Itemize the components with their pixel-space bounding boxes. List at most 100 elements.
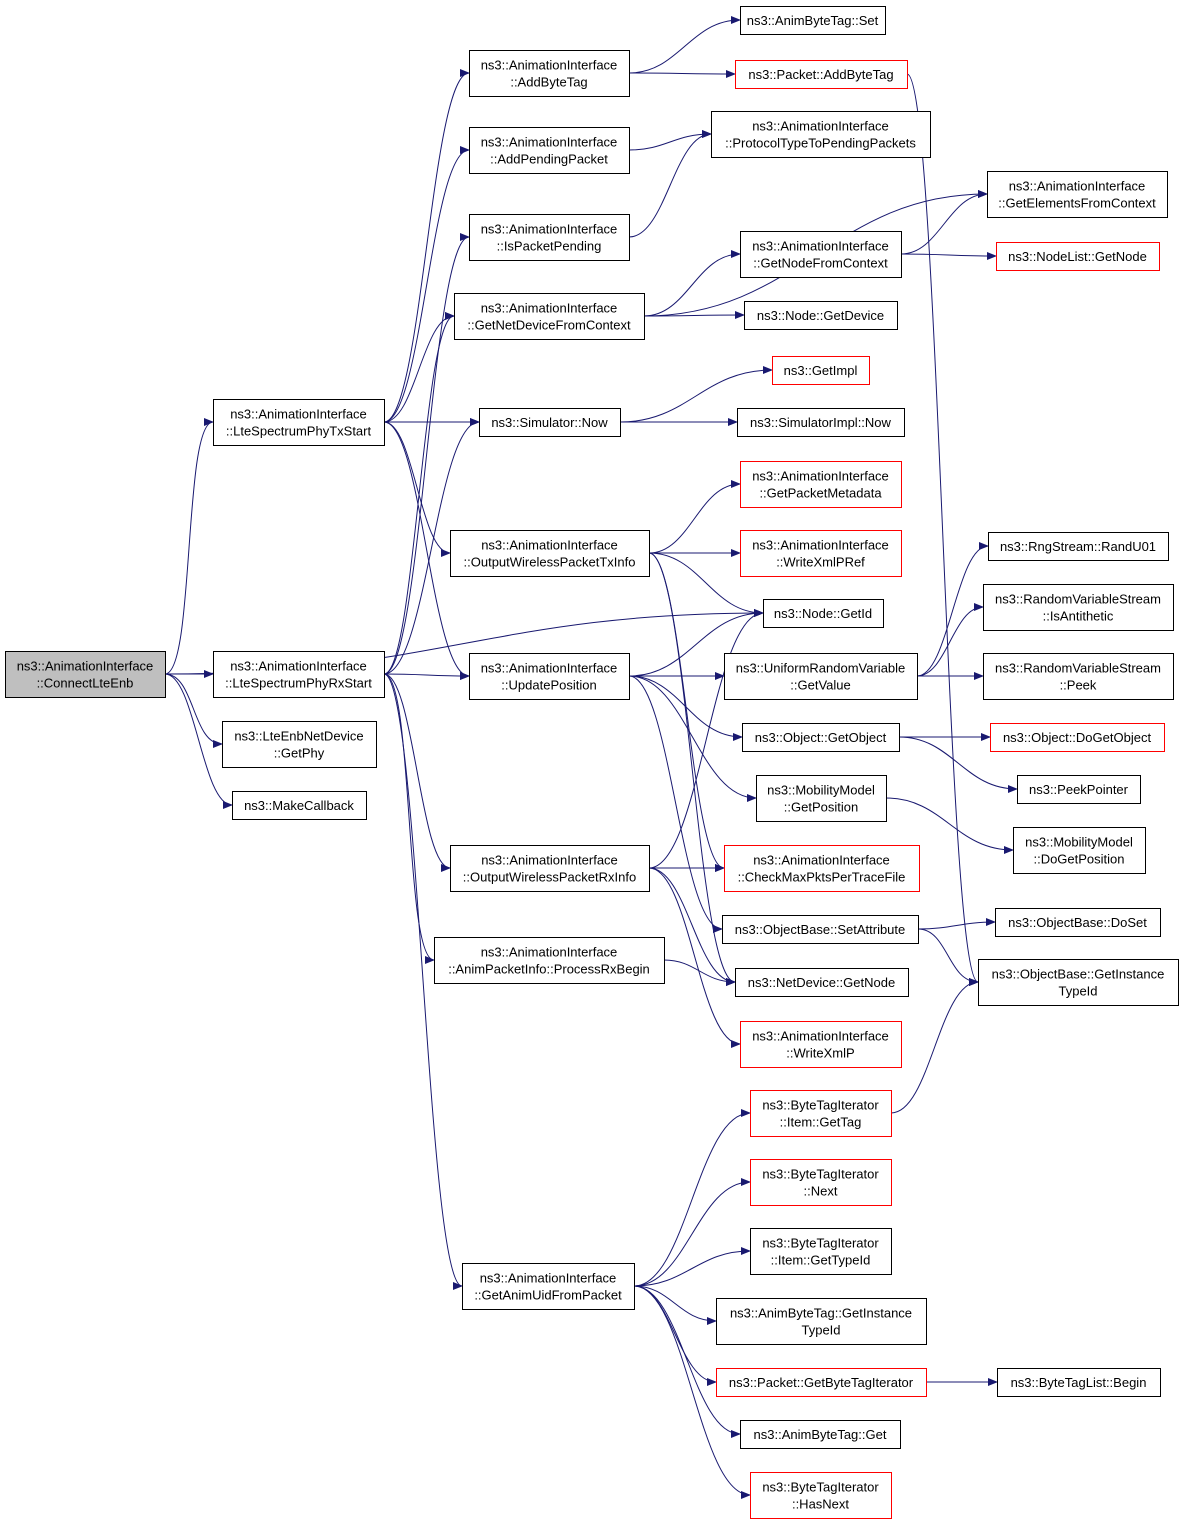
node-btinext[interactable]: ns3::ByteTagIterator::Next xyxy=(750,1159,892,1206)
node-makecb[interactable]: ns3::MakeCallback xyxy=(232,791,367,820)
node-nodegetdev[interactable]: ns3::Node::GetDevice xyxy=(744,301,898,330)
node-dogetobject-box xyxy=(990,723,1165,752)
node-getmeta-label-0: ns3::AnimationInterface xyxy=(752,469,889,484)
node-simimplnow[interactable]: ns3::SimulatorImpl::Now xyxy=(737,408,905,437)
node-getanimuid[interactable]: ns3::AnimationInterface::GetAnimUidFromP… xyxy=(462,1263,635,1310)
node-outtx[interactable]: ns3::AnimationInterface::OutputWirelessP… xyxy=(450,530,650,577)
node-getmeta[interactable]: ns3::AnimationInterface::GetPacketMetada… xyxy=(740,461,902,508)
node-processrx[interactable]: ns3::AnimationInterface::AnimPacketInfo:… xyxy=(434,937,665,984)
edge-mobget-to-mobdoget xyxy=(885,797,1014,854)
node-ispending-box xyxy=(469,214,630,261)
node-addbytetag[interactable]: ns3::AnimationInterface::AddByteTag xyxy=(469,50,630,97)
edge-outrx-to-netdevnode xyxy=(648,867,736,986)
node-btinext-label-0: ns3::ByteTagIterator xyxy=(762,1167,879,1182)
node-hasnext[interactable]: ns3::ByteTagIterator::HasNext xyxy=(750,1472,892,1519)
node-simnow-box xyxy=(479,408,621,437)
node-rxstart[interactable]: ns3::AnimationInterface::LteSpectrumPhyR… xyxy=(213,651,385,698)
node-peekptr-label-0: ns3::PeekPointer xyxy=(1029,782,1129,797)
node-getinstance-label-1: TypeId xyxy=(1058,984,1097,999)
node-isanti-box xyxy=(983,584,1174,631)
node-getnodectx[interactable]: ns3::AnimationInterface::GetNodeFromCont… xyxy=(740,231,902,278)
edge-getanimuid-to-itemgettag xyxy=(633,1109,751,1287)
node-getobject[interactable]: ns3::Object::GetObject xyxy=(742,723,900,752)
node-doset-box xyxy=(995,908,1161,937)
edge-itemgettag-to-getinstance xyxy=(890,978,979,1114)
node-getnetdev[interactable]: ns3::AnimationInterface::GetNetDeviceFro… xyxy=(454,293,645,340)
node-peek[interactable]: ns3::RandomVariableStream::Peek xyxy=(983,653,1174,700)
node-peekptr[interactable]: ns3::PeekPointer xyxy=(1017,775,1141,804)
node-simnow-label-0: ns3::Simulator::Now xyxy=(491,415,608,430)
node-writexmlp[interactable]: ns3::AnimationInterface::WriteXmlP xyxy=(740,1021,902,1068)
node-getphy[interactable]: ns3::LteEnbNetDevice::GetPhy xyxy=(222,721,377,768)
node-writexmlp-label-0: ns3::AnimationInterface xyxy=(752,1029,889,1044)
node-setattr[interactable]: ns3::ObjectBase::SetAttribute xyxy=(722,915,919,944)
node-outrx-box xyxy=(450,845,650,892)
edge-simnow-to-getimpl xyxy=(619,366,773,423)
node-addpending-label-1: ::AddPendingPacket xyxy=(490,152,608,167)
node-ispending-label-0: ns3::AnimationInterface xyxy=(481,222,618,237)
node-btlbegin[interactable]: ns3::ByteTagList::Begin xyxy=(997,1368,1161,1397)
node-prototype[interactable]: ns3::AnimationInterface::ProtocolTypeToP… xyxy=(711,111,931,158)
node-getelements-box xyxy=(987,171,1168,218)
node-pktaddbytetag[interactable]: ns3::Packet::AddByteTag xyxy=(735,60,908,89)
node-addbytetag-label-1: ::AddByteTag xyxy=(510,75,587,90)
node-addbytetag-box xyxy=(469,50,630,97)
node-mobdoget[interactable]: ns3::MobilityModel::DoGetPosition xyxy=(1013,827,1146,874)
node-netdevnode[interactable]: ns3::NetDevice::GetNode xyxy=(735,968,909,997)
node-itemgettag[interactable]: ns3::ByteTagIterator::Item::GetTag xyxy=(750,1090,892,1137)
node-randu01[interactable]: ns3::RngStream::RandU01 xyxy=(988,532,1169,561)
node-simnow[interactable]: ns3::Simulator::Now xyxy=(479,408,621,437)
node-checkmax[interactable]: ns3::AnimationInterface::CheckMaxPktsPer… xyxy=(724,845,920,892)
edge-getanimuid-to-animget xyxy=(633,1285,741,1438)
node-outtx-label-1: ::OutputWirelessPacketTxInfo xyxy=(464,555,636,570)
node-nodelistget[interactable]: ns3::NodeList::GetNode xyxy=(996,242,1160,271)
node-setattr-box xyxy=(722,915,919,944)
node-uniformget-label-0: ns3::UniformRandomVariable xyxy=(736,661,906,676)
node-getimpl[interactable]: ns3::GetImpl xyxy=(772,356,870,385)
node-addpending[interactable]: ns3::AnimationInterface::AddPendingPacke… xyxy=(469,127,630,174)
edge-updatepos-to-mobget xyxy=(628,675,757,802)
node-dogetobject[interactable]: ns3::Object::DoGetObject xyxy=(990,723,1165,752)
node-nodegetdev-box xyxy=(744,301,898,330)
node-doset[interactable]: ns3::ObjectBase::DoSet xyxy=(995,908,1161,937)
node-root-label-0: ns3::AnimationInterface xyxy=(17,659,154,674)
node-root[interactable]: ns3::AnimationInterface::ConnectLteEnb xyxy=(5,651,166,698)
node-ispending[interactable]: ns3::AnimationInterface::IsPacketPending xyxy=(469,214,630,261)
node-btinext-label-1: ::Next xyxy=(804,1184,838,1199)
node-mobget-label-1: ::GetPosition xyxy=(784,800,858,815)
node-getanimuid-box xyxy=(462,1263,635,1310)
node-txstart-label-0: ns3::AnimationInterface xyxy=(230,407,367,422)
node-animget[interactable]: ns3::AnimByteTag::Get xyxy=(740,1420,901,1449)
node-hasnext-label-0: ns3::ByteTagIterator xyxy=(762,1480,879,1495)
edge-getnetdev-to-getnodectx xyxy=(643,250,741,317)
node-getanimuid-label-0: ns3::AnimationInterface xyxy=(480,1271,617,1286)
node-getnodectx-label-1: ::GetNodeFromContext xyxy=(753,256,888,271)
node-dogetobject-label-0: ns3::Object::DoGetObject xyxy=(1003,730,1152,745)
node-getimpl-label-0: ns3::GetImpl xyxy=(784,363,858,378)
node-txstart[interactable]: ns3::AnimationInterface::LteSpectrumPhyT… xyxy=(213,399,385,446)
node-btlbegin-box xyxy=(997,1368,1161,1397)
edge-txstart-to-updatepos xyxy=(383,421,470,680)
node-uniformget[interactable]: ns3::UniformRandomVariable::GetValue xyxy=(724,653,918,700)
node-pktgetbti[interactable]: ns3::Packet::GetByteTagIterator xyxy=(716,1368,927,1397)
node-isanti[interactable]: ns3::RandomVariableStream::IsAntithetic xyxy=(983,584,1174,631)
node-writexmlp-box xyxy=(740,1021,902,1068)
node-addpending-box xyxy=(469,127,630,174)
node-itemgettype[interactable]: ns3::ByteTagIterator::Item::GetTypeId xyxy=(750,1228,892,1275)
node-animtagset[interactable]: ns3::AnimByteTag::Set xyxy=(740,6,886,35)
node-nodegetid[interactable]: ns3::Node::GetId xyxy=(763,599,884,628)
edge-rxstart-to-processrx xyxy=(383,673,435,964)
node-mobget[interactable]: ns3::MobilityModel::GetPosition xyxy=(756,775,887,822)
node-updatepos[interactable]: ns3::AnimationInterface::UpdatePosition xyxy=(469,653,630,700)
edge-updatepos-to-nodegetid xyxy=(628,609,764,677)
edge-outtx-to-nodegetid xyxy=(648,552,764,617)
node-animtagset-box xyxy=(740,6,886,35)
node-writexmlpref-label-0: ns3::AnimationInterface xyxy=(752,538,889,553)
node-outrx[interactable]: ns3::AnimationInterface::OutputWirelessP… xyxy=(450,845,650,892)
node-writexmlpref[interactable]: ns3::AnimationInterface::WriteXmlPRef xyxy=(740,530,902,577)
node-getelements[interactable]: ns3::AnimationInterface::GetElementsFrom… xyxy=(987,171,1168,218)
node-btlbegin-label-0: ns3::ByteTagList::Begin xyxy=(1011,1375,1147,1390)
